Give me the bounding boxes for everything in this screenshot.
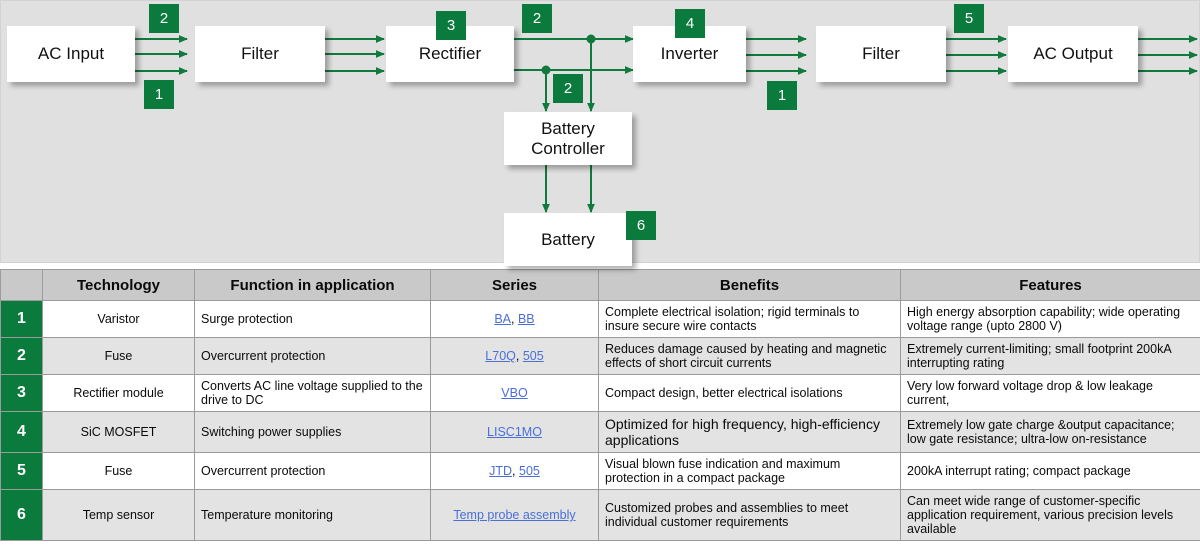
cell-benefits: Visual blown fuse indication and maximum… xyxy=(598,452,901,490)
badge-5-filter-out[interactable]: 5 xyxy=(954,4,984,33)
column-header-function: Function in application xyxy=(194,269,431,301)
badge-3-rectifier[interactable]: 3 xyxy=(436,11,466,40)
series-link[interactable]: LISC1MO xyxy=(487,425,542,439)
badge-2-input-top[interactable]: 2 xyxy=(149,4,179,33)
cell-function: Surge protection xyxy=(194,300,431,338)
badge-number: 2 xyxy=(532,10,542,27)
diagram-node-ac-input[interactable]: AC Input xyxy=(7,26,135,82)
node-label: Filter xyxy=(241,44,279,64)
badge-number: 4 xyxy=(685,15,695,32)
diagram-node-filter-output[interactable]: Filter xyxy=(816,26,946,82)
badge-number: 2 xyxy=(159,10,169,27)
row-index-badge: 1 xyxy=(0,300,43,338)
cell-function: Converts AC line voltage supplied to the… xyxy=(194,374,431,412)
cell-series: Temp probe assembly xyxy=(430,489,599,541)
cell-series: JTD, 505 xyxy=(430,452,599,490)
cell-function: Switching power supplies xyxy=(194,411,431,453)
cell-series: VBO xyxy=(430,374,599,412)
node-label-line2: Controller xyxy=(531,138,605,158)
series-link[interactable]: JTD xyxy=(489,464,513,478)
badge-1-inverter-out[interactable]: 1 xyxy=(767,81,797,110)
badge-4-inverter[interactable]: 4 xyxy=(675,9,705,38)
component-spec-table: Technology Function in application Serie… xyxy=(0,269,1200,541)
cell-features: 200kA interrupt rating; compact package xyxy=(900,452,1200,490)
cell-features: Can meet wide range of customer-specific… xyxy=(900,489,1200,541)
series-link[interactable]: L70Q xyxy=(485,349,516,363)
series-link[interactable]: Temp probe assembly xyxy=(453,508,576,522)
cell-benefits: Reduces damage caused by heating and mag… xyxy=(598,337,901,375)
node-label-line1: Battery xyxy=(541,118,595,138)
column-header-features: Features xyxy=(900,269,1200,301)
series-link[interactable]: VBO xyxy=(501,386,528,400)
cell-technology: SiC MOSFET xyxy=(42,411,195,453)
series-link[interactable]: 505 xyxy=(519,464,540,478)
node-label: Rectifier xyxy=(418,44,482,64)
diagram-connectors xyxy=(135,34,1198,213)
node-label: Battery xyxy=(541,229,595,249)
column-header-technology: Technology xyxy=(42,269,195,301)
series-separator: , xyxy=(515,349,523,363)
cell-features: Very low forward voltage drop & low leak… xyxy=(900,374,1200,412)
badge-6-battery[interactable]: 6 xyxy=(626,211,656,240)
series-separator: , xyxy=(512,464,519,478)
cell-series: LISC1MO xyxy=(430,411,599,453)
badge-number: 3 xyxy=(446,17,456,34)
cell-series: BA, BB xyxy=(430,300,599,338)
diagram-node-filter-input[interactable]: Filter xyxy=(195,26,325,82)
badge-number: 2 xyxy=(563,80,573,97)
cell-technology: Rectifier module xyxy=(42,374,195,412)
badge-1-input-bottom[interactable]: 1 xyxy=(144,80,174,109)
cell-benefits: Compact design, better electrical isolat… xyxy=(598,374,901,412)
row-index-badge: 2 xyxy=(0,337,43,375)
cell-features: Extremely current-limiting; small footpr… xyxy=(900,337,1200,375)
badge-number: 1 xyxy=(154,86,164,103)
series-link[interactable]: 505 xyxy=(522,349,544,363)
cell-technology: Temp sensor xyxy=(42,489,195,541)
node-label: AC Output xyxy=(1033,44,1113,64)
badge-number: 1 xyxy=(777,87,787,104)
column-header-series: Series xyxy=(430,269,599,301)
badge-2-battery-branch[interactable]: 2 xyxy=(553,74,583,103)
column-header-index xyxy=(0,269,43,301)
badge-2-dc-bus[interactable]: 2 xyxy=(522,4,552,33)
series-link[interactable]: BA xyxy=(494,312,512,326)
cell-technology: Fuse xyxy=(42,337,195,375)
cell-series: L70Q, 505 xyxy=(430,337,599,375)
column-header-benefits: Benefits xyxy=(598,269,901,301)
cell-function: Temperature monitoring xyxy=(194,489,431,541)
row-index-badge: 6 xyxy=(0,489,43,541)
cell-technology: Fuse xyxy=(42,452,195,490)
row-index-badge: 4 xyxy=(0,411,43,453)
cell-features: Extremely low gate charge &output capaci… xyxy=(900,411,1200,453)
badge-number: 6 xyxy=(636,217,646,234)
row-index-badge: 5 xyxy=(0,452,43,490)
cell-benefits: Optimized for high frequency, high-effic… xyxy=(598,411,901,453)
node-label: Filter xyxy=(862,44,900,64)
cell-features: High energy absorption capability; wide … xyxy=(900,300,1200,338)
diagram-node-battery[interactable]: Battery xyxy=(504,213,632,266)
diagram-node-ac-output[interactable]: AC Output xyxy=(1008,26,1138,82)
badge-number: 5 xyxy=(964,10,974,27)
table-header-row: Technology Function in application Serie… xyxy=(0,269,1200,301)
diagram-node-battery-controller[interactable]: Battery Controller xyxy=(504,112,632,165)
cell-technology: Varistor xyxy=(42,300,195,338)
cell-function: Overcurrent protection xyxy=(194,452,431,490)
series-link[interactable]: BB xyxy=(517,312,535,326)
ups-block-diagram: AC Input Filter Rectifier Inverter Filte… xyxy=(0,0,1200,266)
row-index-badge: 3 xyxy=(0,374,43,412)
node-label: Inverter xyxy=(660,44,719,64)
cell-function: Overcurrent protection xyxy=(194,337,431,375)
component-spec-table-wrapper: Technology Function in application Serie… xyxy=(0,269,1200,541)
cell-benefits: Customized probes and assemblies to meet… xyxy=(598,489,901,541)
series-separator: , xyxy=(511,312,518,326)
node-label: AC Input xyxy=(37,44,105,64)
cell-benefits: Complete electrical isolation; rigid ter… xyxy=(598,300,901,338)
